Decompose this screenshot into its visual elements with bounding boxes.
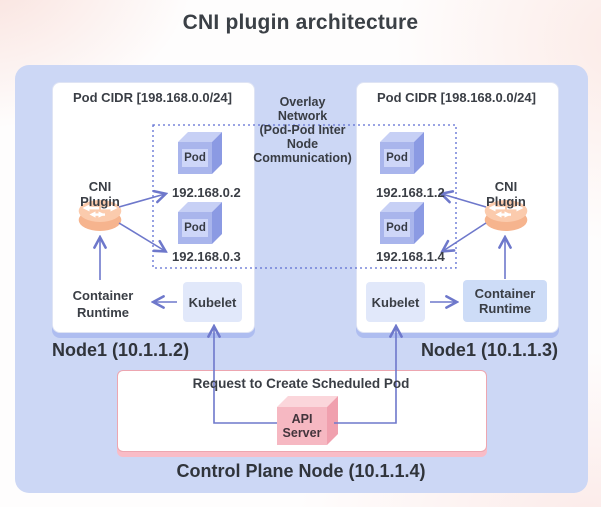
pod-label: Pod bbox=[384, 149, 410, 167]
node2-pod2-cube-icon: Pod bbox=[380, 202, 426, 246]
node1-pod2-ip: 192.168.0.3 bbox=[172, 249, 241, 264]
node1-cni-plugin-label: CNI Plugin bbox=[80, 179, 120, 209]
control-plane-title: Control Plane Node (10.1.1.4) bbox=[176, 461, 426, 481]
node2-pod2-ip: 192.168.1.4 bbox=[376, 249, 445, 264]
node2-title: Node1 (10.1.1.3) bbox=[420, 340, 558, 360]
request-label: Request to Create Scheduled Pod bbox=[192, 376, 410, 391]
node1-kubelet-box: Kubelet bbox=[183, 282, 242, 322]
node2-pod1-cube-icon: Pod bbox=[380, 132, 426, 176]
node2-container-runtime-box: Container Runtime bbox=[463, 280, 547, 322]
node1-pod2-cube-icon: Pod bbox=[178, 202, 224, 246]
node2-pod1-ip: 192.168.1.2 bbox=[376, 185, 445, 200]
node1-title: Node1 (10.1.1.2) bbox=[52, 340, 190, 360]
pod-label: Pod bbox=[182, 149, 208, 167]
node2-cni-plugin-label: CNI Plugin bbox=[486, 179, 526, 209]
node1-pod1-ip: 192.168.0.2 bbox=[172, 185, 241, 200]
page-title: CNI plugin architecture bbox=[182, 11, 419, 34]
node2-pod-cidr-label: Pod CIDR [198.168.0.0/24] bbox=[377, 90, 536, 105]
api-server-label: API Server bbox=[277, 407, 327, 445]
node2-kubelet-box: Kubelet bbox=[366, 282, 425, 322]
overlay-network-label: Overlay Network (Pod-Pod Inter Node Comm… bbox=[253, 95, 352, 165]
node1-cni-router-icon bbox=[78, 200, 122, 231]
node1-pod-cidr-label: Pod CIDR [198.168.0.0/24] bbox=[73, 90, 232, 105]
pod-label: Pod bbox=[182, 219, 208, 237]
node1-container-runtime-label: Container Runtime bbox=[72, 288, 134, 320]
pod-label: Pod bbox=[384, 219, 410, 237]
node2-cni-router-icon bbox=[484, 200, 528, 231]
node1-pod1-cube-icon: Pod bbox=[178, 132, 224, 176]
api-server-cube-icon: API Server bbox=[277, 396, 338, 445]
